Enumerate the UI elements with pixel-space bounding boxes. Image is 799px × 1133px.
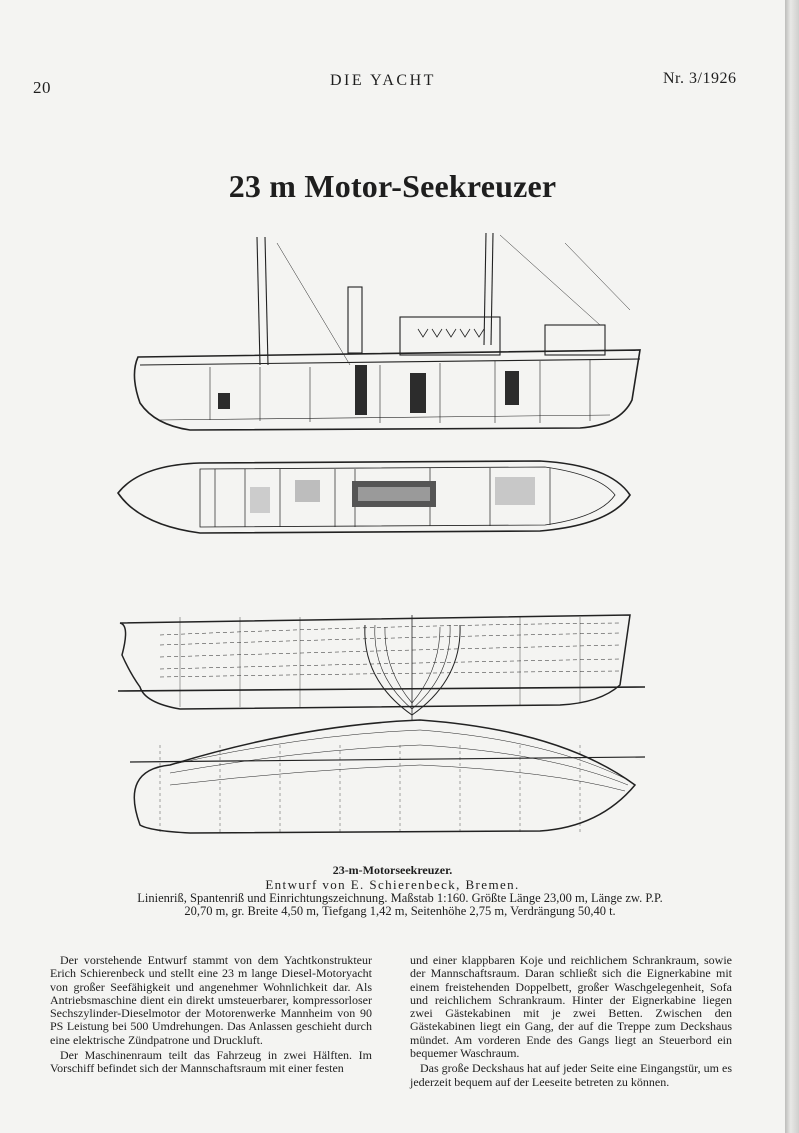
ship-drawings: [117, 232, 646, 835]
caption-title: 23-m-Motorseekreuzer.: [332, 863, 453, 877]
issue-number: Nr. 3/1926: [663, 70, 737, 87]
body-column-left: Der vorstehende Entwurf stammt von dem Y…: [50, 953, 372, 1078]
body-column-right: und einer klappbaren Koje und reichliche…: [410, 953, 732, 1091]
plan-drawing: [117, 460, 631, 534]
caption-specs-line-1: Linienriß, Spantenriß und Einrichtungsze…: [137, 891, 663, 905]
caption-author: Entwurf von E. Schierenbeck, Bremen.: [265, 877, 520, 892]
body-paragraph: Der vorstehende Entwurf stammt von dem Y…: [50, 953, 372, 1047]
magazine-name: DIE YACHT: [330, 72, 436, 89]
profile-drawing: [133, 232, 641, 431]
lines-profile-drawing: [117, 614, 646, 720]
page-edge: [785, 0, 799, 1133]
article-title: 23 m Motor-Seekreuzer: [228, 168, 557, 204]
lines-plan-drawing: [129, 719, 646, 835]
body-paragraph: Der Maschinenraum teilt das Fahrzeug in …: [50, 1048, 372, 1076]
body-paragraph: und einer klappbaren Koje und reichliche…: [410, 953, 732, 1061]
body-paragraph: Das große Deckshaus hat auf jeder Seite …: [410, 1061, 732, 1089]
page-number: 20: [33, 78, 51, 97]
caption-specs-line-2: 20,70 m, gr. Breite 4,50 m, Tiefgang 1,4…: [184, 904, 616, 918]
